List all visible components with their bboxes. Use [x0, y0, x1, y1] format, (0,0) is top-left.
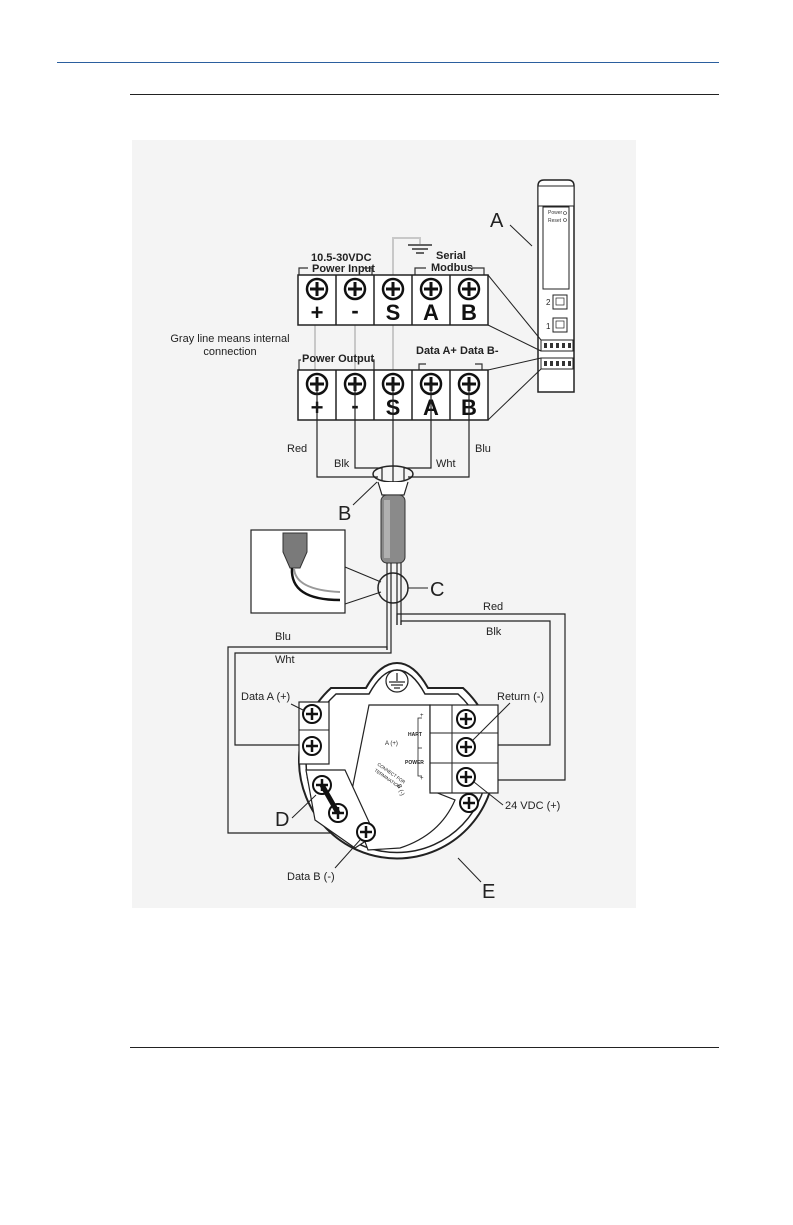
reset-led-label: Reset	[548, 218, 562, 224]
callout-b: B	[338, 503, 351, 525]
note-line-1: Gray line means internal	[170, 333, 289, 345]
top-terminal-b: B	[461, 300, 477, 325]
power-led-label: Power	[548, 210, 563, 216]
inner-hart-label: HART	[408, 732, 422, 738]
callout-d: D	[275, 809, 289, 831]
callout-e: E	[482, 881, 495, 903]
data-b-label: Data B (-)	[287, 871, 335, 883]
inner-plus-bottom: +	[420, 776, 424, 782]
data-b-minus-label: Data B-	[460, 345, 499, 357]
wire-wht2-label: Wht	[275, 654, 295, 666]
transmitter-housing	[299, 663, 498, 858]
callout-a: A	[490, 210, 504, 232]
inner-a-label: A (+)	[385, 741, 398, 747]
inner-power-label: POWER	[405, 760, 424, 766]
power-input-label: Power Input	[312, 263, 375, 275]
port-1-label: 1	[546, 322, 551, 331]
device-connector-bottom	[541, 358, 573, 369]
wire-red2-label: Red	[483, 601, 503, 613]
data-a-plus-label: Data A+	[416, 345, 457, 357]
top-terminal-s: S	[386, 300, 401, 325]
power-output-label: Power Output	[302, 353, 374, 365]
top-terminal-a: A	[423, 300, 439, 325]
inner-plus-top: +	[420, 713, 424, 719]
wire-red-label: Red	[287, 443, 307, 455]
modbus-label: Modbus	[431, 262, 473, 274]
top-terminal-minus: -	[351, 298, 358, 323]
top-terminal-plus: +	[311, 300, 324, 325]
wire-wht-label: Wht	[436, 458, 456, 470]
wire-blk2-label: Blk	[486, 626, 502, 638]
note-line-2: connection	[203, 346, 256, 358]
wire-blk-label: Blk	[334, 458, 350, 470]
callout-c: C	[430, 579, 444, 601]
vdc-label: 24 VDC (+)	[505, 800, 560, 812]
wire-blu-label: Blu	[475, 443, 491, 455]
return-label: Return (-)	[497, 691, 544, 703]
port-2-label: 2	[546, 298, 551, 307]
data-a-label: Data A (+)	[241, 691, 290, 703]
gateway-device: Power Reset 2 1	[538, 180, 574, 392]
serial-label: Serial	[436, 250, 466, 262]
wire-blu2-label: Blu	[275, 631, 291, 643]
device-connector-top	[541, 340, 573, 351]
